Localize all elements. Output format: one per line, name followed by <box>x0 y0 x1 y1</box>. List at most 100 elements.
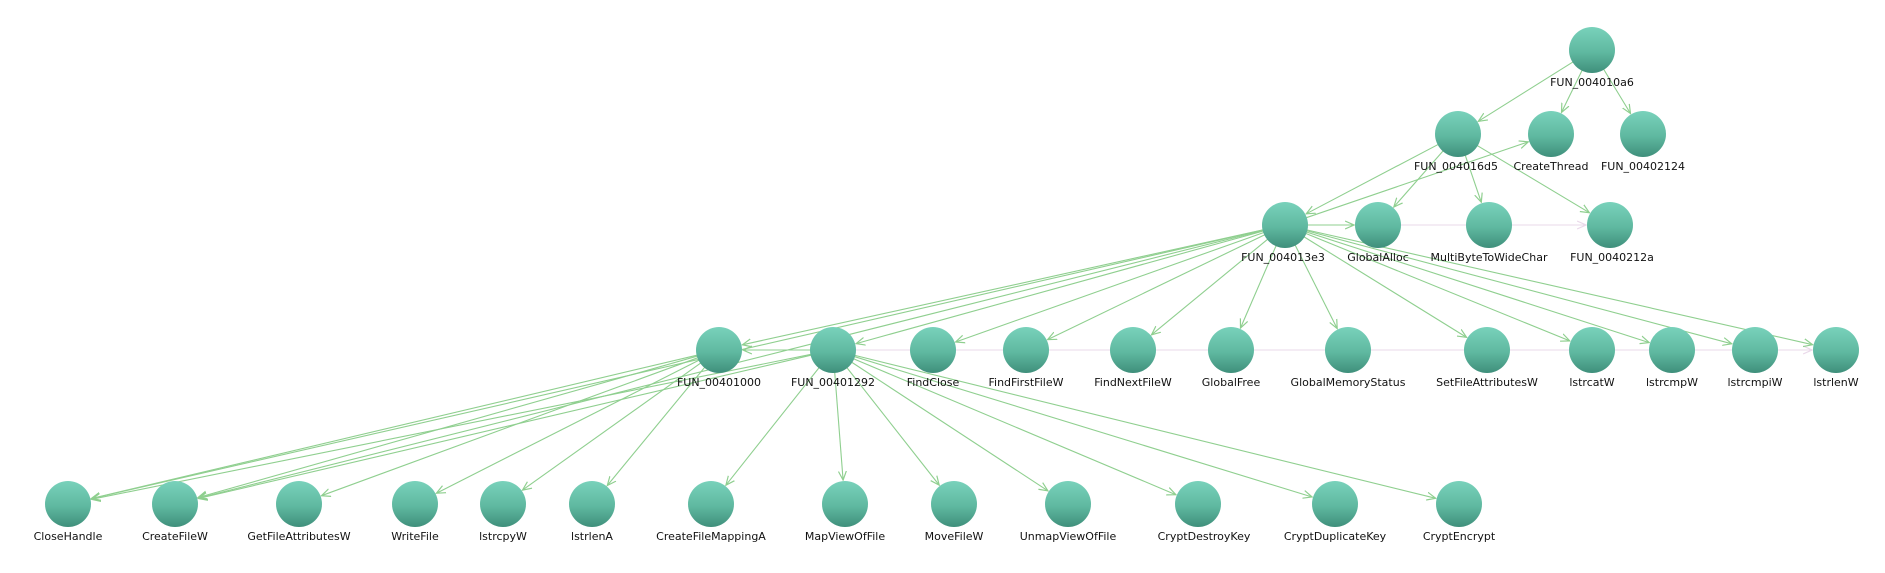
graph-node-lstrcpyw[interactable]: lstrcpyW <box>479 481 527 543</box>
node-label: GlobalFree <box>1202 376 1261 389</box>
graph-node-lstrcmpw[interactable]: lstrcmpW <box>1646 327 1698 389</box>
node-circle[interactable] <box>1045 481 1091 527</box>
call-edge-n8-to-n25 <box>607 365 707 485</box>
node-label: lstrlenW <box>1813 376 1858 389</box>
graph-node-fun-00401000[interactable]: FUN_00401000 <box>677 327 761 389</box>
node-circle[interactable] <box>1569 327 1615 373</box>
node-circle[interactable] <box>569 481 615 527</box>
node-label: lstrcmpiW <box>1727 376 1782 389</box>
call-edge-n4-to-n16 <box>1304 232 1569 341</box>
node-circle[interactable] <box>1587 202 1633 248</box>
node-circle[interactable] <box>1620 111 1666 157</box>
node-label: FindNextFileW <box>1094 376 1172 389</box>
graph-node-lstrlena[interactable]: lstrlenA <box>569 481 615 543</box>
node-label: MapViewOfFile <box>805 530 885 543</box>
call-edge-n9-to-n30 <box>852 357 1176 495</box>
call-edge-n4-to-n9 <box>856 230 1265 344</box>
call-edge-n9-to-n31 <box>852 355 1312 497</box>
node-circle[interactable] <box>1436 481 1482 527</box>
graph-node-lstrcatw[interactable]: lstrcatW <box>1569 327 1615 389</box>
node-label: FUN_004016d5 <box>1414 160 1498 173</box>
node-circle[interactable] <box>696 327 742 373</box>
graph-node-fun-004013e3[interactable]: FUN_004013e3 <box>1241 202 1325 264</box>
node-label: SetFileAttributesW <box>1436 376 1538 389</box>
node-circle[interactable] <box>392 481 438 527</box>
node-circle[interactable] <box>822 481 868 527</box>
call-edge-n4-to-n19 <box>1305 229 1813 345</box>
node-circle[interactable] <box>1355 202 1401 248</box>
node-circle[interactable] <box>480 481 526 527</box>
node-label: lstrcmpW <box>1646 376 1698 389</box>
node-circle[interactable] <box>1813 327 1859 373</box>
node-circle[interactable] <box>1175 481 1221 527</box>
graph-node-movefilew[interactable]: MoveFileW <box>925 481 984 543</box>
graph-node-getfileattributesw[interactable]: GetFileAttributesW <box>247 481 351 543</box>
call-edge-n4-to-n12 <box>1152 237 1270 334</box>
graph-node-globalfree[interactable]: GlobalFree <box>1202 327 1261 389</box>
node-label: CreateFileMappingA <box>656 530 766 543</box>
node-label: CloseHandle <box>34 530 103 543</box>
graph-node-lstrlenw[interactable]: lstrlenW <box>1813 327 1859 389</box>
node-circle[interactable] <box>1732 327 1778 373</box>
graph-node-fun-00401292[interactable]: FUN_00401292 <box>791 327 875 389</box>
node-circle[interactable] <box>1262 202 1308 248</box>
graph-node-globalalloc[interactable]: GlobalAlloc <box>1347 202 1409 264</box>
node-circle[interactable] <box>1208 327 1254 373</box>
node-label: MultiByteToWideChar <box>1431 251 1548 264</box>
graph-node-fun-0040212a[interactable]: FUN_0040212a <box>1570 202 1654 264</box>
node-circle[interactable] <box>1649 327 1695 373</box>
graph-node-fun-004010a6[interactable]: FUN_004010a6 <box>1550 27 1634 89</box>
graph-node-setfileattributesw[interactable]: SetFileAttributesW <box>1436 327 1538 389</box>
graph-node-closehandle[interactable]: CloseHandle <box>34 481 103 543</box>
graph-node-unmapviewoffile[interactable]: UnmapViewOfFile <box>1020 481 1117 543</box>
call-edge-n1-to-n5 <box>1394 149 1445 207</box>
graph-node-findnextfilew[interactable]: FindNextFileW <box>1094 327 1172 389</box>
call-edge-n0-to-n2 <box>1562 68 1584 113</box>
node-circle[interactable] <box>1325 327 1371 373</box>
node-label: GlobalAlloc <box>1347 251 1409 264</box>
graph-node-findfirstfilew[interactable]: FindFirstFileW <box>989 327 1064 389</box>
graph-node-mapviewoffile[interactable]: MapViewOfFile <box>805 481 885 543</box>
graph-node-fun-00402124[interactable]: FUN_00402124 <box>1601 111 1685 173</box>
node-circle[interactable] <box>1435 111 1481 157</box>
node-label: FindClose <box>907 376 960 389</box>
node-circle[interactable] <box>1312 481 1358 527</box>
node-circle[interactable] <box>1003 327 1049 373</box>
node-circle[interactable] <box>1464 327 1510 373</box>
node-circle[interactable] <box>152 481 198 527</box>
node-circle[interactable] <box>1528 111 1574 157</box>
graph-node-lstrcmpiw[interactable]: lstrcmpiW <box>1727 327 1783 389</box>
node-circle[interactable] <box>1466 202 1512 248</box>
graph-node-writefile[interactable]: WriteFile <box>391 481 439 543</box>
graph-node-createfilew[interactable]: CreateFileW <box>142 481 208 543</box>
call-edge-n4-to-n13 <box>1241 244 1278 328</box>
call-edge-n9-to-n26 <box>726 366 821 486</box>
graph-node-createthread[interactable]: CreateThread <box>1513 111 1589 173</box>
node-circle[interactable] <box>810 327 856 373</box>
node-label: GetFileAttributesW <box>247 530 350 543</box>
node-label: FUN_00401292 <box>791 376 875 389</box>
node-label: lstrcpyW <box>479 530 527 543</box>
node-label: CreateThread <box>1513 160 1588 173</box>
graph-node-multibytetowidechar[interactable]: MultiByteToWideChar <box>1431 202 1548 264</box>
node-circle[interactable] <box>931 481 977 527</box>
node-circle[interactable] <box>1110 327 1156 373</box>
call-edge-n9-to-n32 <box>853 354 1435 498</box>
graph-node-fun-004016d5[interactable]: FUN_004016d5 <box>1414 111 1498 173</box>
call-edge-n9-to-n20 <box>92 353 813 499</box>
call-edge-n1-to-n7 <box>1475 144 1589 213</box>
node-circle[interactable] <box>688 481 734 527</box>
node-circle[interactable] <box>276 481 322 527</box>
graph-node-cryptdestroykey[interactable]: CryptDestroyKey <box>1158 481 1251 543</box>
graph-node-globalmemorystatus[interactable]: GlobalMemoryStatus <box>1291 327 1406 389</box>
call-edge-n0-to-n3 <box>1602 67 1631 114</box>
graph-node-cryptduplicatekey[interactable]: CryptDuplicateKey <box>1284 481 1387 543</box>
node-circle[interactable] <box>45 481 91 527</box>
node-circle[interactable] <box>910 327 956 373</box>
call-edge-n4-to-n17 <box>1304 230 1649 343</box>
graph-node-cryptencrypt[interactable]: CryptEncrypt <box>1423 481 1496 543</box>
graph-node-createfilemappinga[interactable]: CreateFileMappingA <box>656 481 766 543</box>
node-circle[interactable] <box>1569 27 1615 73</box>
graph-node-findclose[interactable]: FindClose <box>907 327 960 389</box>
